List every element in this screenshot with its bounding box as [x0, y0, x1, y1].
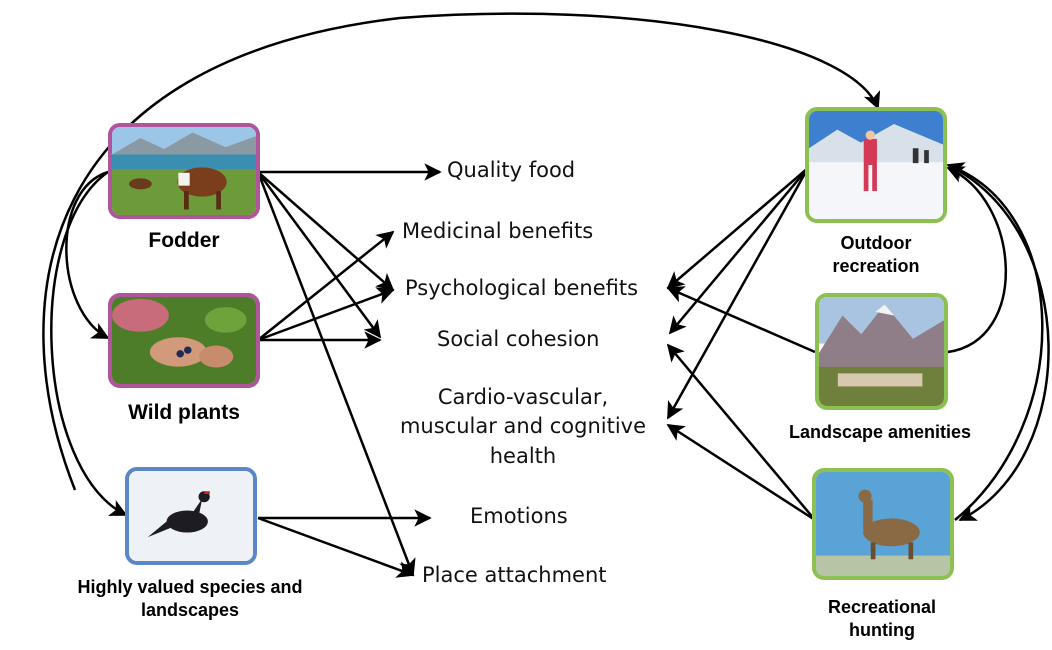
fodder-image	[108, 123, 260, 219]
arrow-wild-medicinal	[257, 230, 395, 341]
arrow-fodder-place	[256, 171, 416, 577]
arrow-outdoor-social	[668, 167, 809, 335]
arrow-fodder-species	[50, 170, 128, 517]
landscape-amenities-label: Landscape amenities	[788, 422, 972, 442]
benefit-quality-food: Quality food	[447, 158, 576, 182]
benefit-cardio-health: Cardio-vascular, muscular and cognitive …	[399, 385, 647, 468]
recreational-hunting-image	[812, 468, 954, 580]
arrow-hunting-social	[666, 343, 816, 521]
benefit-psychological: Psychological benefits	[405, 276, 639, 300]
arrow-outdoor-psychological	[666, 167, 809, 290]
species-image	[125, 467, 257, 565]
wild-plants-image	[108, 293, 260, 388]
fodder-label: Fodder	[148, 229, 220, 252]
arrow-hunting-outdoor	[946, 162, 1044, 521]
arrow-fodder-social	[256, 171, 382, 339]
recreational-hunting-label: Recreational hunting	[827, 597, 937, 640]
arrow-outdoor-cardio	[666, 167, 810, 420]
arrow-arc-to-outdoor	[42, 12, 881, 491]
species-label: Highly valued species and landscapes	[77, 577, 303, 620]
wild-plants-label: Wild plants	[128, 401, 240, 424]
outdoor-recreation-label: Outdoor recreation	[832, 233, 920, 276]
arrow-species-place	[257, 516, 415, 578]
arrow-hunting-cardio	[666, 423, 816, 522]
benefit-medicinal: Medicinal benefits	[402, 219, 594, 243]
landscape-amenities-image	[815, 293, 948, 410]
arrow-landscape-psychological	[666, 286, 816, 354]
arrow-wild-psychological	[257, 287, 395, 342]
benefit-emotions: Emotions	[470, 504, 568, 528]
benefit-social-cohesion: Social cohesion	[437, 327, 600, 351]
arrow-fodder-psychological	[257, 171, 395, 292]
arrow-outdoor-hunting	[947, 163, 1050, 522]
arrow-fodder-wild-plants	[65, 170, 110, 340]
benefit-place-attachment: Place attachment	[422, 563, 607, 587]
outdoor-recreation-image	[805, 107, 947, 223]
arrow-landscape-outdoor	[946, 166, 1007, 354]
